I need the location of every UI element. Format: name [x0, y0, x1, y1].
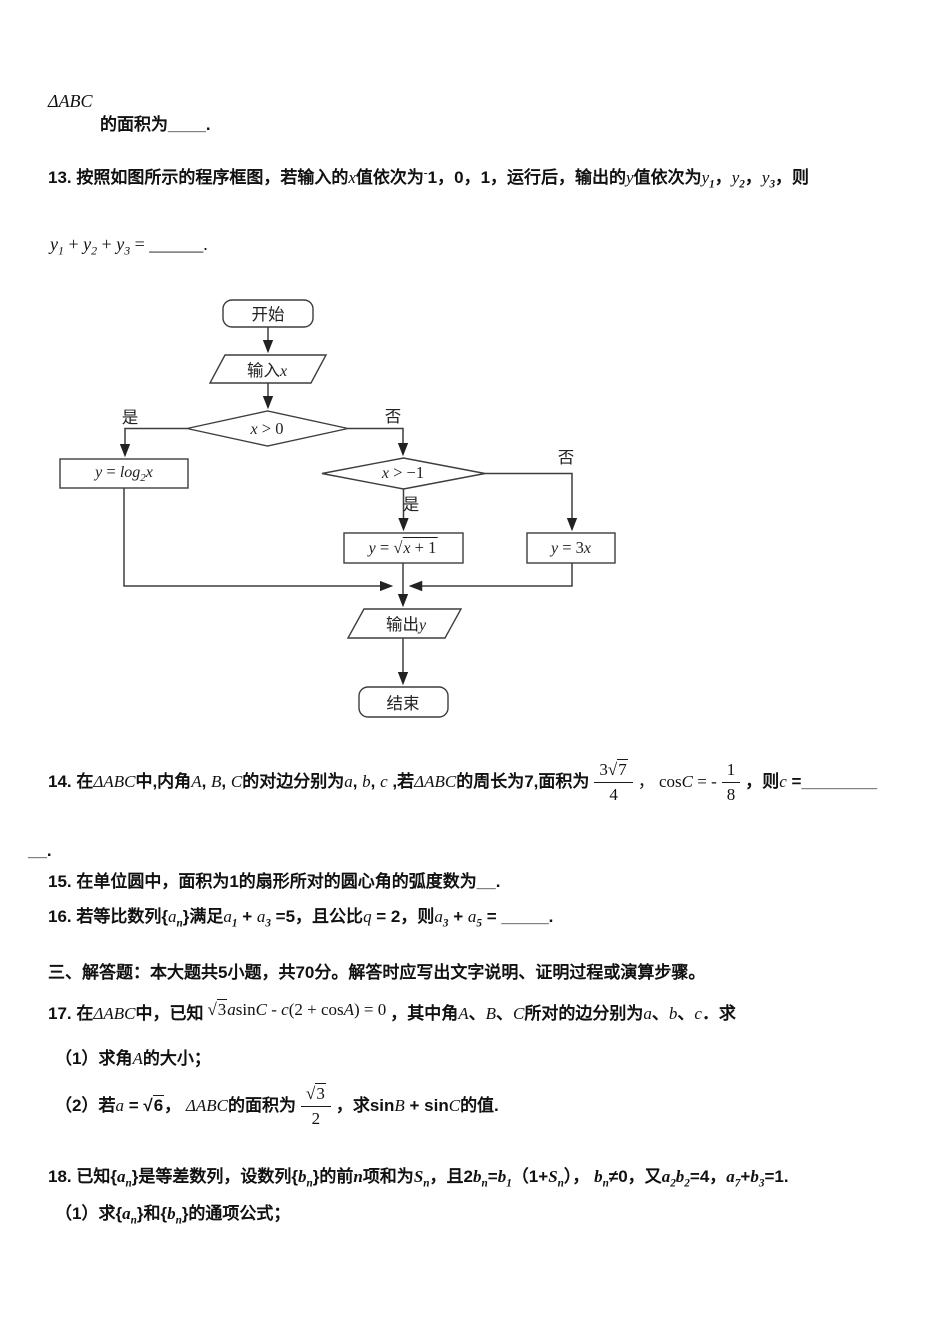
q17-frac-denominator: 2 [311, 1108, 321, 1128]
q17-part2-text-2: ，求sinB + sinC的值. [335, 1095, 499, 1115]
question-14-continuation-blank: __. [28, 841, 52, 860]
q14-fraction-cos: 1 8 [721, 759, 741, 805]
q17-fraction-area: √3 2 [300, 1083, 331, 1129]
q17-frac-numerator: √3 [300, 1083, 331, 1107]
q14-frac1-numerator: 3√7 [594, 759, 633, 783]
no-label-2: 否 [557, 449, 575, 467]
branch-log-label: y = log2x [95, 461, 153, 485]
branch-sqrt-shape [343, 532, 464, 564]
start-node-label: 开始 [251, 306, 285, 324]
end-node-label: 结束 [386, 695, 420, 713]
branch-3x-shape [526, 532, 616, 564]
q17-part2-text-1: （2）若a = √6， ΔABC的面积为 [55, 1094, 296, 1115]
output-node-shape [346, 608, 463, 639]
q14-text-3: ，则c =________ [745, 771, 878, 791]
decision-x-gt-neg1-label: x > −1 [381, 463, 425, 482]
area-blank-fragment: 的面积为____. [100, 115, 211, 134]
input-node-label: 输入x [246, 362, 288, 380]
flowchart: 开始 输入x x > 0 是 否 y = log2x x > −1 是 否 y … [55, 295, 625, 727]
decision-x-gt-0-label: x > 0 [250, 419, 284, 438]
q14-text-2: ， cosC = - [637, 771, 717, 791]
question-15-stem: 15. 在单位圆中，面积为1的扇形所对的圆心角的弧度数为__. [48, 872, 501, 891]
end-node-shape [358, 686, 449, 718]
branch-sqrt-label: y = √x + 1 [368, 537, 438, 557]
q17-text-1: 17. 在ΔABC中，已知 [48, 1003, 204, 1023]
triangle-abc-fragment: ΔABC [48, 91, 93, 111]
q14-frac2-numerator: 1 [721, 759, 741, 783]
q14-fraction-area: 3√7 4 [594, 759, 633, 805]
question-17-part-2: （2）若a = √6， ΔABC的面积为 √3 2 ，求sinB + sinC的… [55, 1076, 935, 1136]
q17-formula: √3asinC - c(2 + cosA) = 0 [207, 998, 387, 1019]
section-3-header: 三、解答题：本大题共5小题，共70分。解答时应写出文字说明、证明过程或演算步骤。 [48, 963, 706, 982]
q14-frac1-denominator: 4 [609, 784, 618, 804]
question-17-part-1: （1）求角A的大小； [55, 1049, 211, 1068]
question-13-stem: 13. 按照如图所示的程序框图，若输入的x值依次为-1，0，1，运行后，输出的y… [48, 167, 810, 191]
no-label-1: 否 [384, 408, 402, 426]
output-node-label: 输出y [385, 616, 427, 634]
question-18-stem: 18. 已知{an}是等差数列，设数列{bn}的前n项和为Sn，且2bn=b1（… [48, 1167, 789, 1190]
branch-log-shape [59, 458, 189, 489]
start-node-shape [222, 299, 314, 328]
decision-x-gt-neg1-shape [321, 457, 486, 490]
yes-label-2: 是 [402, 496, 420, 514]
question-18-part-1: （1）求{an}和{bn}的通项公式； [55, 1204, 291, 1227]
question-13-sum-blank: y1 + y2 + y3 = ______. [50, 234, 208, 258]
q14-text-1: 14. 在ΔABC中,内角A, B, C的对边分别为a, b, c ,若ΔABC… [48, 771, 590, 791]
decision-x-gt-0-shape [186, 410, 349, 447]
question-16-stem: 16. 若等比数列{an}满足a1 + a3 =5，且公比q = 2，则a3 +… [48, 907, 554, 930]
question-17-stem: 17. 在ΔABC中，已知 √3asinC - c(2 + cosA) = 0 … [48, 992, 938, 1036]
input-node-shape [208, 354, 328, 384]
flowchart-connectors [59, 299, 616, 718]
q14-frac2-denominator: 8 [726, 784, 736, 804]
yes-label-1: 是 [121, 409, 139, 427]
question-14-stem: 14. 在ΔABC中,内角A, B, C的对边分别为a, b, c ,若ΔABC… [48, 748, 938, 816]
q17-text-2: ，其中角A、B、C所对的边分别为a、b、c．求 [390, 1003, 736, 1023]
branch-3x-label: y = 3x [550, 538, 592, 557]
